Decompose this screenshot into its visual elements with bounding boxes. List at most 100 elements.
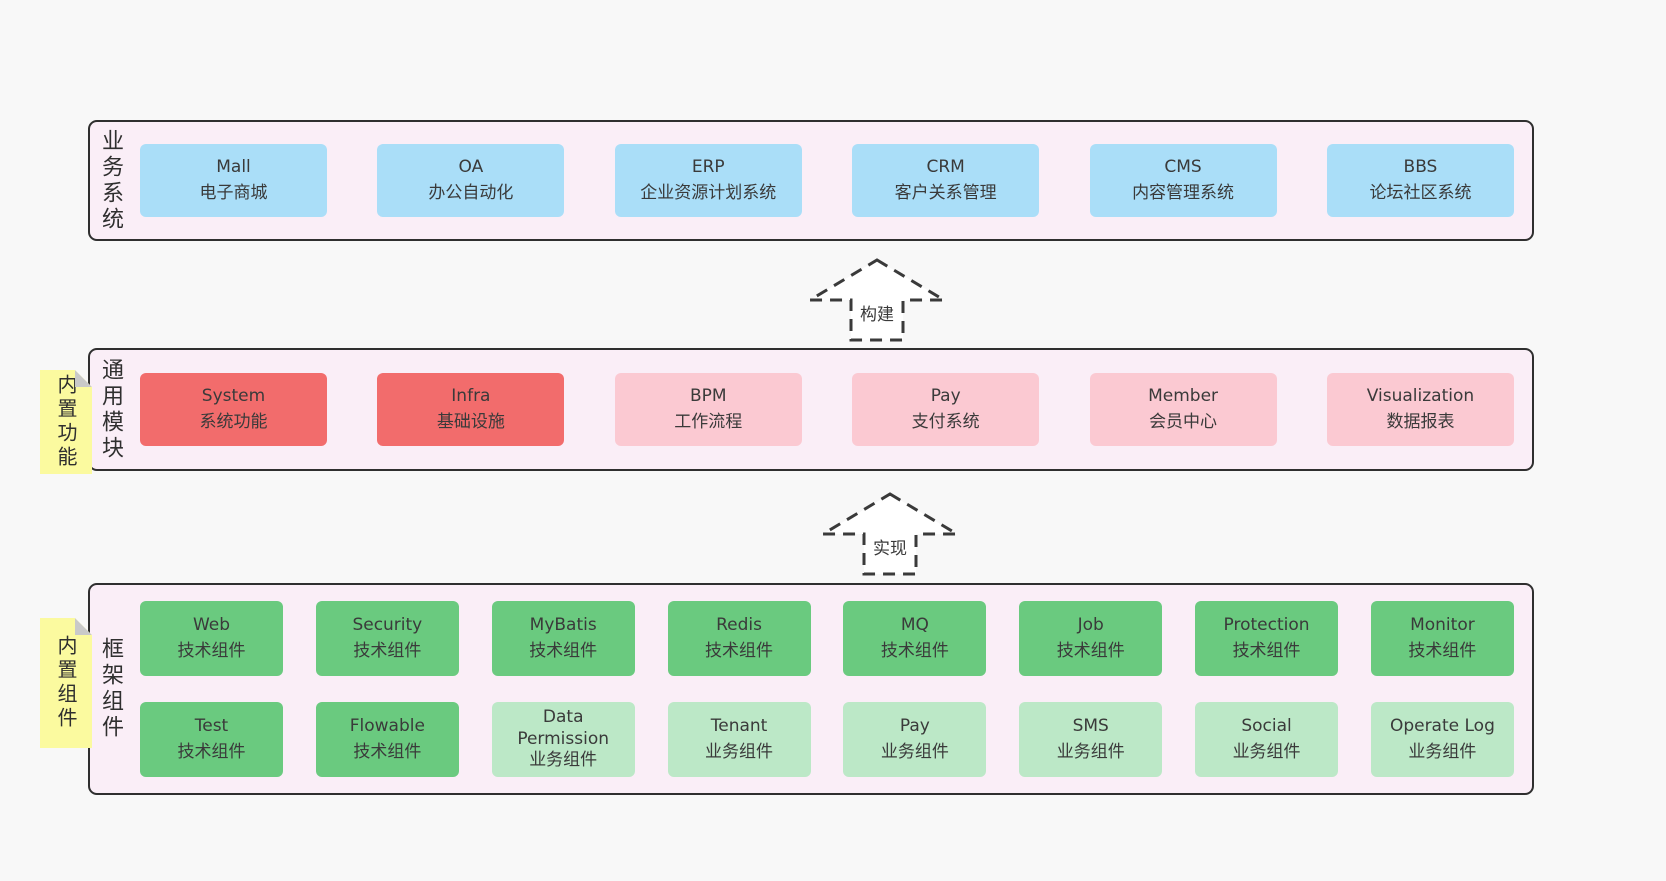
box-member: Member 会员中心 [1089, 373, 1277, 446]
builtin-components-note-text: 内置组件 [54, 635, 78, 731]
box-title: Monitor [1410, 615, 1475, 635]
box-bbs: BBS 论坛社区系统 [1326, 144, 1514, 217]
box-data-permission: Data Permission 业务组件 [491, 702, 635, 777]
box-subtitle: 业务组件 [880, 741, 949, 762]
box-subtitle: 技术组件 [177, 741, 246, 762]
box-infra: Infra 基础设施 [377, 373, 565, 446]
box-subtitle: 技术组件 [1408, 640, 1477, 661]
box-title: Security [352, 615, 423, 635]
box-title: Job [1077, 615, 1104, 635]
box-protection: Protection 技术组件 [1195, 601, 1339, 676]
box-sms: SMS 业务组件 [1019, 702, 1163, 777]
box-subtitle: 支付系统 [911, 411, 980, 432]
box-subtitle: 基础设施 [436, 411, 505, 432]
box-redis: Redis 技术组件 [667, 601, 811, 676]
box-title: MQ [900, 615, 929, 635]
box-cms: CMS 内容管理系统 [1089, 144, 1277, 217]
box-title: Data Permission [517, 706, 610, 749]
business-systems-panel: 业务系统 Mall 电子商城 OA 办公自动化 ERP 企业资源计划系统 CRM… [88, 120, 1534, 241]
box-title: System [201, 386, 266, 406]
box-subtitle: 技术组件 [1056, 640, 1125, 661]
build-arrow: 构建 [807, 257, 947, 343]
box-subtitle: 会员中心 [1149, 411, 1218, 432]
box-title: Visualization [1366, 386, 1475, 406]
box-visualization: Visualization 数据报表 [1326, 373, 1514, 446]
box-tenant: Tenant 业务组件 [667, 702, 811, 777]
builtin-components-note: 内置组件 [40, 618, 92, 748]
box-flowable: Flowable 技术组件 [315, 702, 459, 777]
box-operate-log: Operate Log 业务组件 [1370, 702, 1514, 777]
business-systems-row: Mall 电子商城 OA 办公自动化 ERP 企业资源计划系统 CRM 客户关系… [121, 144, 1532, 217]
box-subtitle: 数据报表 [1386, 411, 1455, 432]
box-oa: OA 办公自动化 [377, 144, 565, 217]
box-title: Social [1241, 716, 1292, 736]
box-subtitle: 技术组件 [353, 640, 422, 661]
box-title: Protection [1223, 615, 1310, 635]
business-systems-label: 业务系统 [98, 128, 123, 233]
box-title: BPM [689, 386, 727, 406]
box-mybatis: MyBatis 技术组件 [491, 601, 635, 676]
box-title: Web [192, 615, 231, 635]
box-subtitle: 技术组件 [177, 640, 246, 661]
box-title: CRM [926, 157, 965, 177]
box-security: Security 技术组件 [315, 601, 459, 676]
box-pay-component: Pay 业务组件 [843, 702, 987, 777]
note-fold-corner-icon [75, 370, 92, 387]
box-subtitle: 技术组件 [1232, 640, 1301, 661]
box-title: Pay [930, 386, 961, 406]
box-subtitle: 客户关系管理 [894, 182, 997, 203]
box-subtitle: 内容管理系统 [1132, 182, 1235, 203]
box-subtitle: 技术组件 [353, 741, 422, 762]
box-subtitle: 业务组件 [1056, 741, 1125, 762]
build-arrow-label: 构建 [857, 300, 897, 325]
box-title: Redis [716, 615, 762, 635]
box-mq: MQ 技术组件 [843, 601, 987, 676]
box-subtitle: 业务组件 [705, 741, 774, 762]
business-components-row: Test 技术组件 Flowable 技术组件 Data Permission … [121, 702, 1532, 777]
box-system: System 系统功能 [140, 373, 327, 446]
box-erp: ERP 企业资源计划系统 [614, 144, 802, 217]
box-subtitle: 技术组件 [705, 640, 774, 661]
box-mall: Mall 电子商城 [140, 144, 327, 217]
box-title: Flowable [349, 716, 425, 736]
box-subtitle: 业务组件 [529, 750, 598, 771]
box-subtitle: 技术组件 [529, 640, 598, 661]
box-title: Test [194, 716, 229, 736]
box-pay-system: Pay 支付系统 [852, 373, 1040, 446]
note-fold-corner-icon [75, 618, 92, 635]
box-title: BBS [1403, 157, 1438, 177]
box-subtitle: 电子商城 [199, 182, 268, 203]
box-title: Mall [216, 157, 251, 177]
box-subtitle: 业务组件 [1408, 741, 1477, 762]
box-monitor: Monitor 技术组件 [1370, 601, 1514, 676]
box-subtitle: 论坛社区系统 [1369, 182, 1472, 203]
box-title: SMS [1072, 716, 1109, 736]
box-crm: CRM 客户关系管理 [852, 144, 1040, 217]
implement-arrow: 实现 [820, 491, 960, 577]
framework-components-rows: Web 技术组件 Security 技术组件 MyBatis 技术组件 Redi… [121, 601, 1532, 777]
box-subtitle: 企业资源计划系统 [640, 182, 777, 203]
framework-components-panel: 内置组件 框架组件 Web 技术组件 Security 技术组件 MyBatis… [88, 583, 1534, 795]
common-modules-label: 通用模块 [98, 357, 123, 462]
box-subtitle: 办公自动化 [428, 182, 514, 203]
box-title: Tenant [710, 716, 768, 736]
box-subtitle: 系统功能 [199, 411, 268, 432]
box-title: OA [458, 157, 484, 177]
common-modules-row: System 系统功能 Infra 基础设施 BPM 工作流程 Pay 支付系统… [121, 373, 1532, 446]
box-title: CMS [1164, 157, 1202, 177]
box-title: Operate Log [1389, 716, 1495, 736]
box-title: Member [1148, 386, 1219, 406]
box-title: ERP [691, 157, 725, 177]
box-bpm: BPM 工作流程 [614, 373, 802, 446]
common-modules-panel: 内置功能 通用模块 System 系统功能 Infra 基础设施 BPM 工作流… [88, 348, 1534, 471]
box-title: MyBatis [529, 615, 597, 635]
builtin-functions-note: 内置功能 [40, 370, 92, 474]
box-web: Web 技术组件 [140, 601, 283, 676]
box-subtitle: 技术组件 [880, 640, 949, 661]
box-job: Job 技术组件 [1019, 601, 1163, 676]
builtin-functions-note-text: 内置功能 [54, 374, 78, 470]
framework-components-label: 框架组件 [98, 637, 123, 741]
box-subtitle: 工作流程 [674, 411, 743, 432]
box-title: Infra [451, 386, 491, 406]
